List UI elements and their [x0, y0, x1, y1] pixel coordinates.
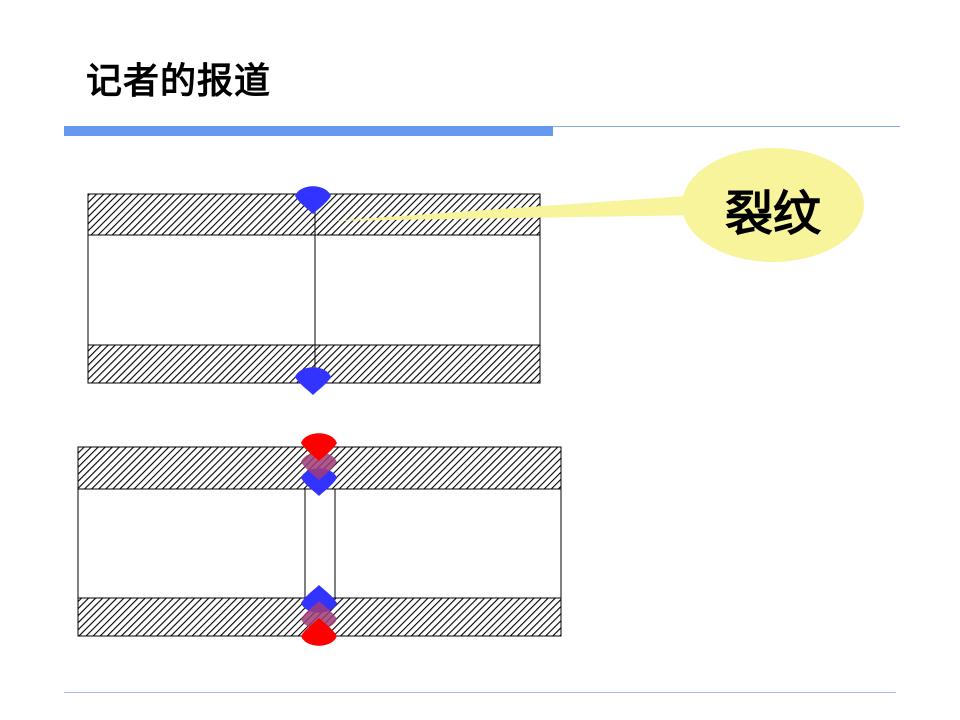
crack-gap [304, 488, 336, 599]
callout-label: 裂纹 [724, 186, 821, 242]
page-title: 记者的报道 [86, 61, 272, 102]
callout-bubble [682, 148, 864, 262]
intact-pipe-section [87, 193, 541, 384]
title-underline-bar [64, 126, 553, 136]
callout-pointer [330, 195, 705, 221]
weld-bead-bottom-blue [295, 367, 331, 395]
